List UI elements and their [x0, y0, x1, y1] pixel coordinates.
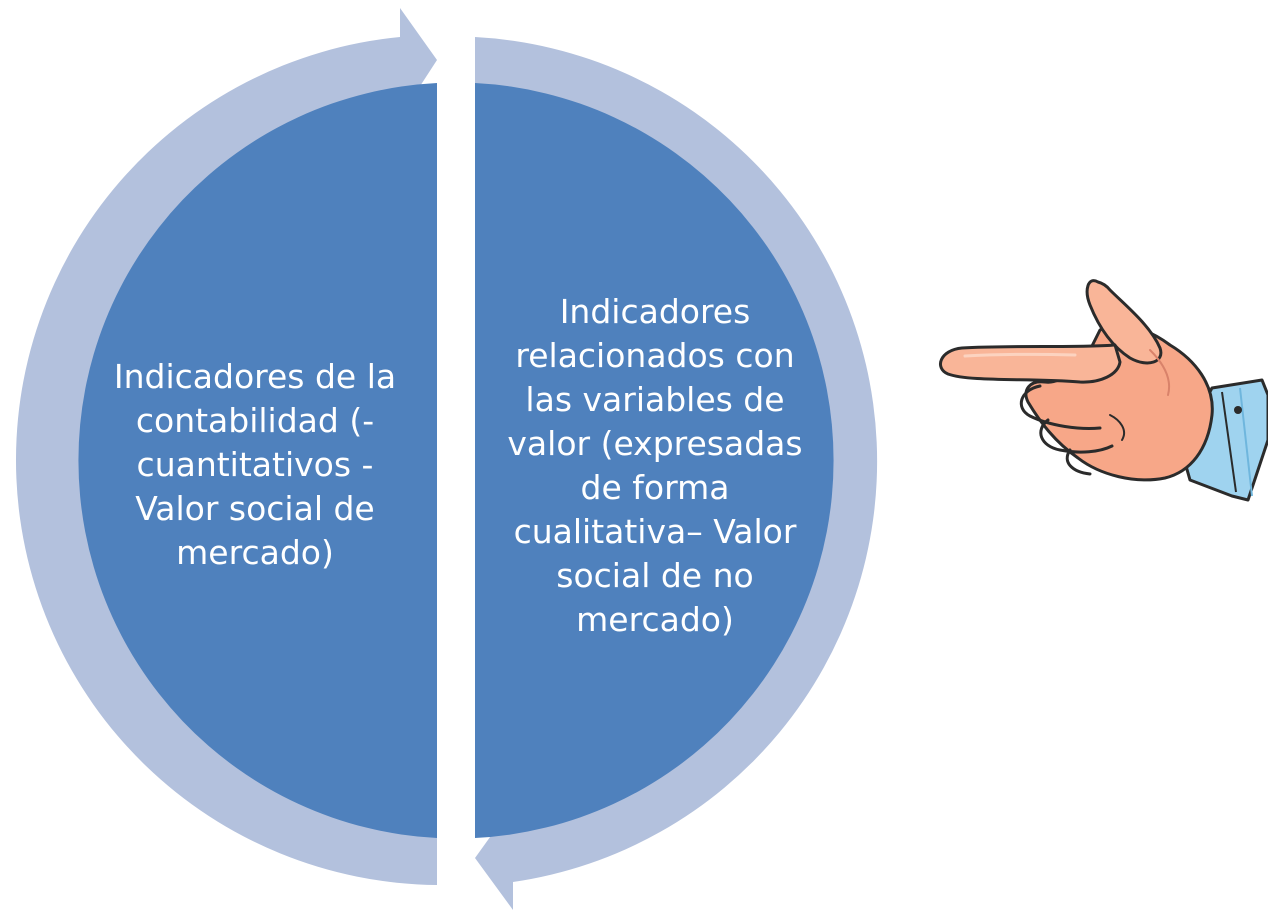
cuff-button	[1234, 406, 1242, 414]
right-segment-label: Indicadores relacionados con las variabl…	[507, 292, 803, 639]
hand-thumb	[1085, 279, 1163, 365]
left-segment	[78, 83, 438, 838]
right-cycle-arrow	[475, 37, 878, 910]
hand-index-finger	[938, 343, 1122, 384]
left-segment-label: Indicadores de la contabilidad (- cuanti…	[113, 357, 397, 572]
hand-curled-fingers	[1019, 384, 1114, 476]
left-cycle-arrow	[15, 8, 437, 885]
pointing-hand-icon	[938, 279, 1268, 502]
hand-palm	[1024, 323, 1214, 482]
right-segment	[475, 83, 834, 838]
